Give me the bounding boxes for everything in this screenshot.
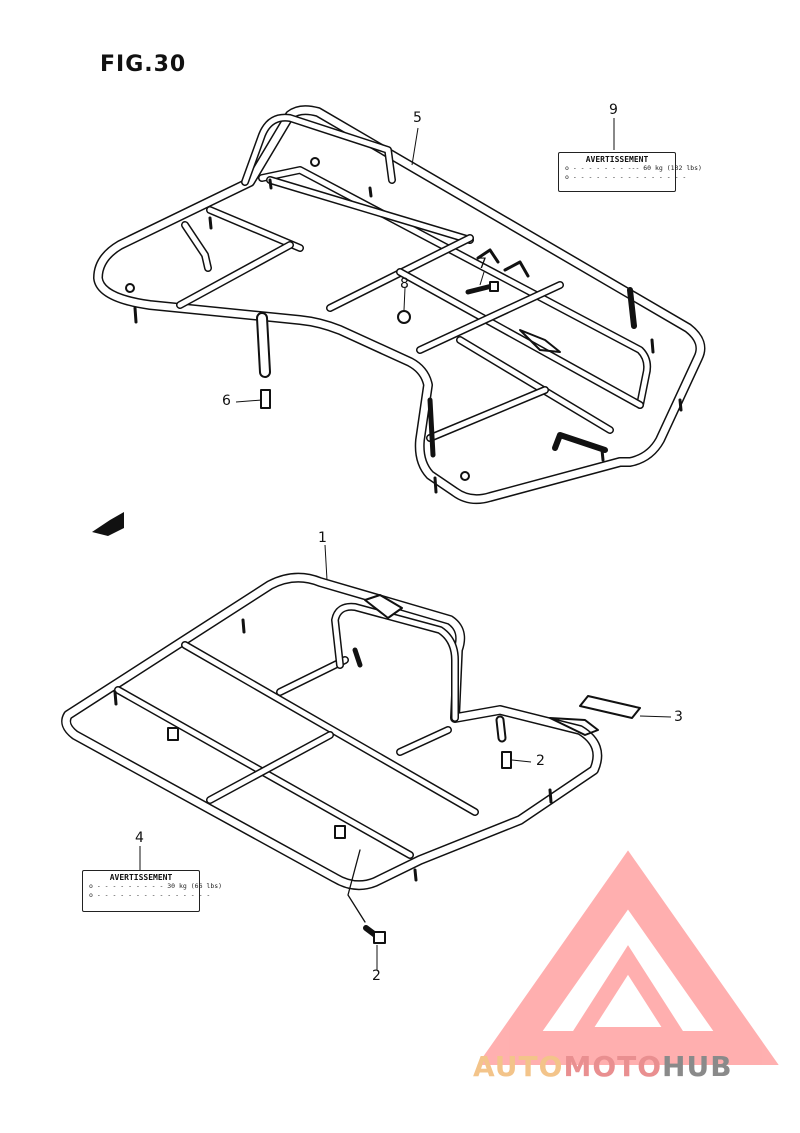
callout-1: 1 <box>318 530 327 546</box>
warning-label-top: AVERTISSEMENT o - - - - - - - --- 60 kg … <box>558 152 702 192</box>
callout-7: 7 <box>478 256 487 272</box>
watermark-part-hub: HUB <box>662 1050 733 1083</box>
callout-6: 6 <box>222 393 231 409</box>
callout-3: 3 <box>674 709 683 725</box>
watermark-part-moto: MOTO <box>563 1050 663 1083</box>
callout-2-lower: 2 <box>372 968 381 984</box>
callout-4: 4 <box>135 830 144 846</box>
fwd-arrow <box>92 512 124 536</box>
watermark-brand: AUTOMOTOHUB <box>473 1050 733 1083</box>
figure-title: FIG.30 <box>100 52 187 77</box>
warning-label-top-line2: o - - - - - - - - - - - - - - - <box>565 173 687 181</box>
front-carrier-rack <box>61 572 641 944</box>
callout-8: 8 <box>400 276 409 292</box>
callout-2-upper: 2 <box>536 753 545 769</box>
watermark-logo <box>477 850 779 1065</box>
warning-label-bottom-line1: o - - - - - - - - - 30 kg (66 lbs) <box>89 882 223 890</box>
watermark-part-auto: AUTO <box>473 1050 564 1083</box>
rear-carrier-rack <box>93 105 706 505</box>
warning-label-bottom-title: AVERTISSEMENT <box>109 873 173 882</box>
warning-label-top-line1: o - - - - - - - --- 60 kg (132 lbs) <box>565 164 702 172</box>
callout-5: 5 <box>413 110 422 126</box>
warning-label-bottom-line2: o - - - - - - - - - - - - - - - <box>89 891 211 899</box>
leader-lines <box>139 118 672 970</box>
warning-label-bottom: AVERTISSEMENT o - - - - - - - - - 30 kg … <box>82 870 223 912</box>
warning-label-top-title: AVERTISSEMENT <box>585 155 649 164</box>
callout-9: 9 <box>609 102 618 118</box>
